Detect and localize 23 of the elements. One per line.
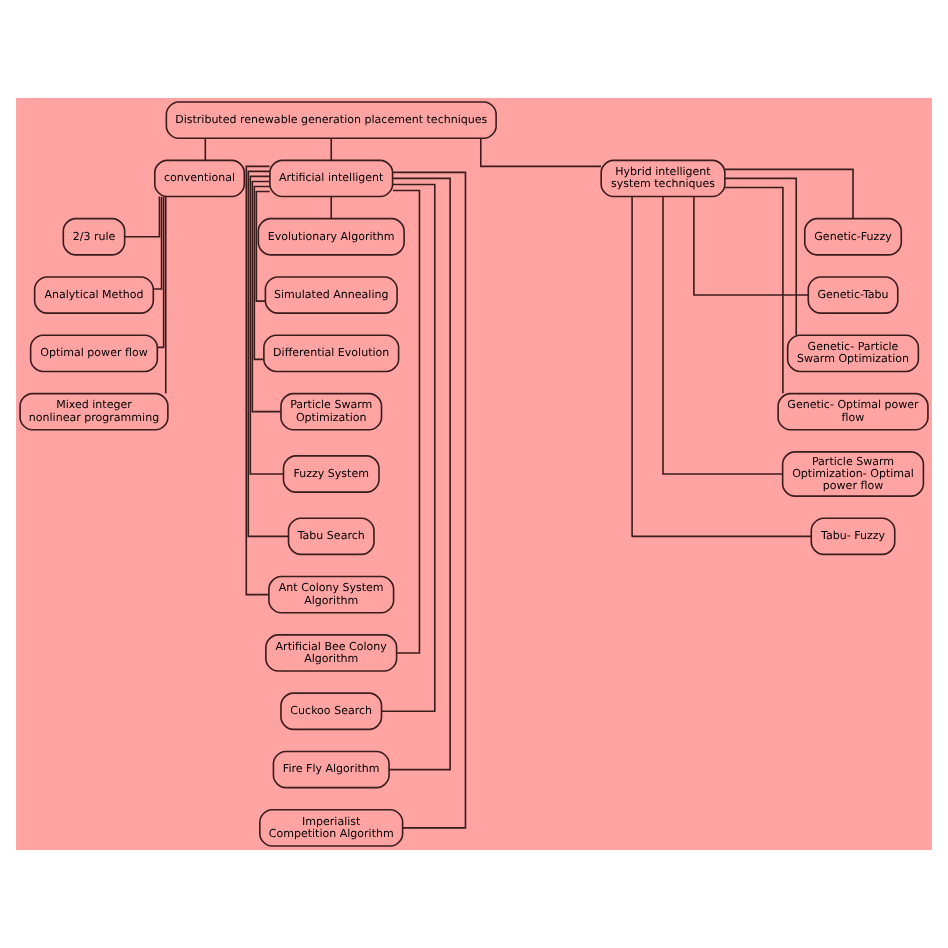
connector	[156, 196, 165, 349]
connector	[631, 195, 812, 538]
connector	[152, 195, 163, 290]
connector	[255, 190, 271, 302]
connector	[392, 171, 467, 829]
connector	[724, 186, 784, 395]
connector	[392, 189, 421, 654]
connector	[724, 177, 797, 336]
connector	[693, 195, 810, 296]
connector	[388, 177, 451, 771]
connector	[123, 195, 161, 238]
connector	[247, 170, 290, 538]
connector	[724, 168, 854, 220]
connector	[253, 185, 271, 361]
connector	[662, 196, 784, 475]
connector	[204, 137, 207, 161]
connector	[480, 137, 602, 168]
connector	[251, 180, 282, 413]
connector	[164, 195, 167, 395]
connector	[330, 195, 333, 220]
connector	[249, 175, 285, 475]
connector	[381, 183, 436, 713]
connector	[330, 137, 333, 161]
